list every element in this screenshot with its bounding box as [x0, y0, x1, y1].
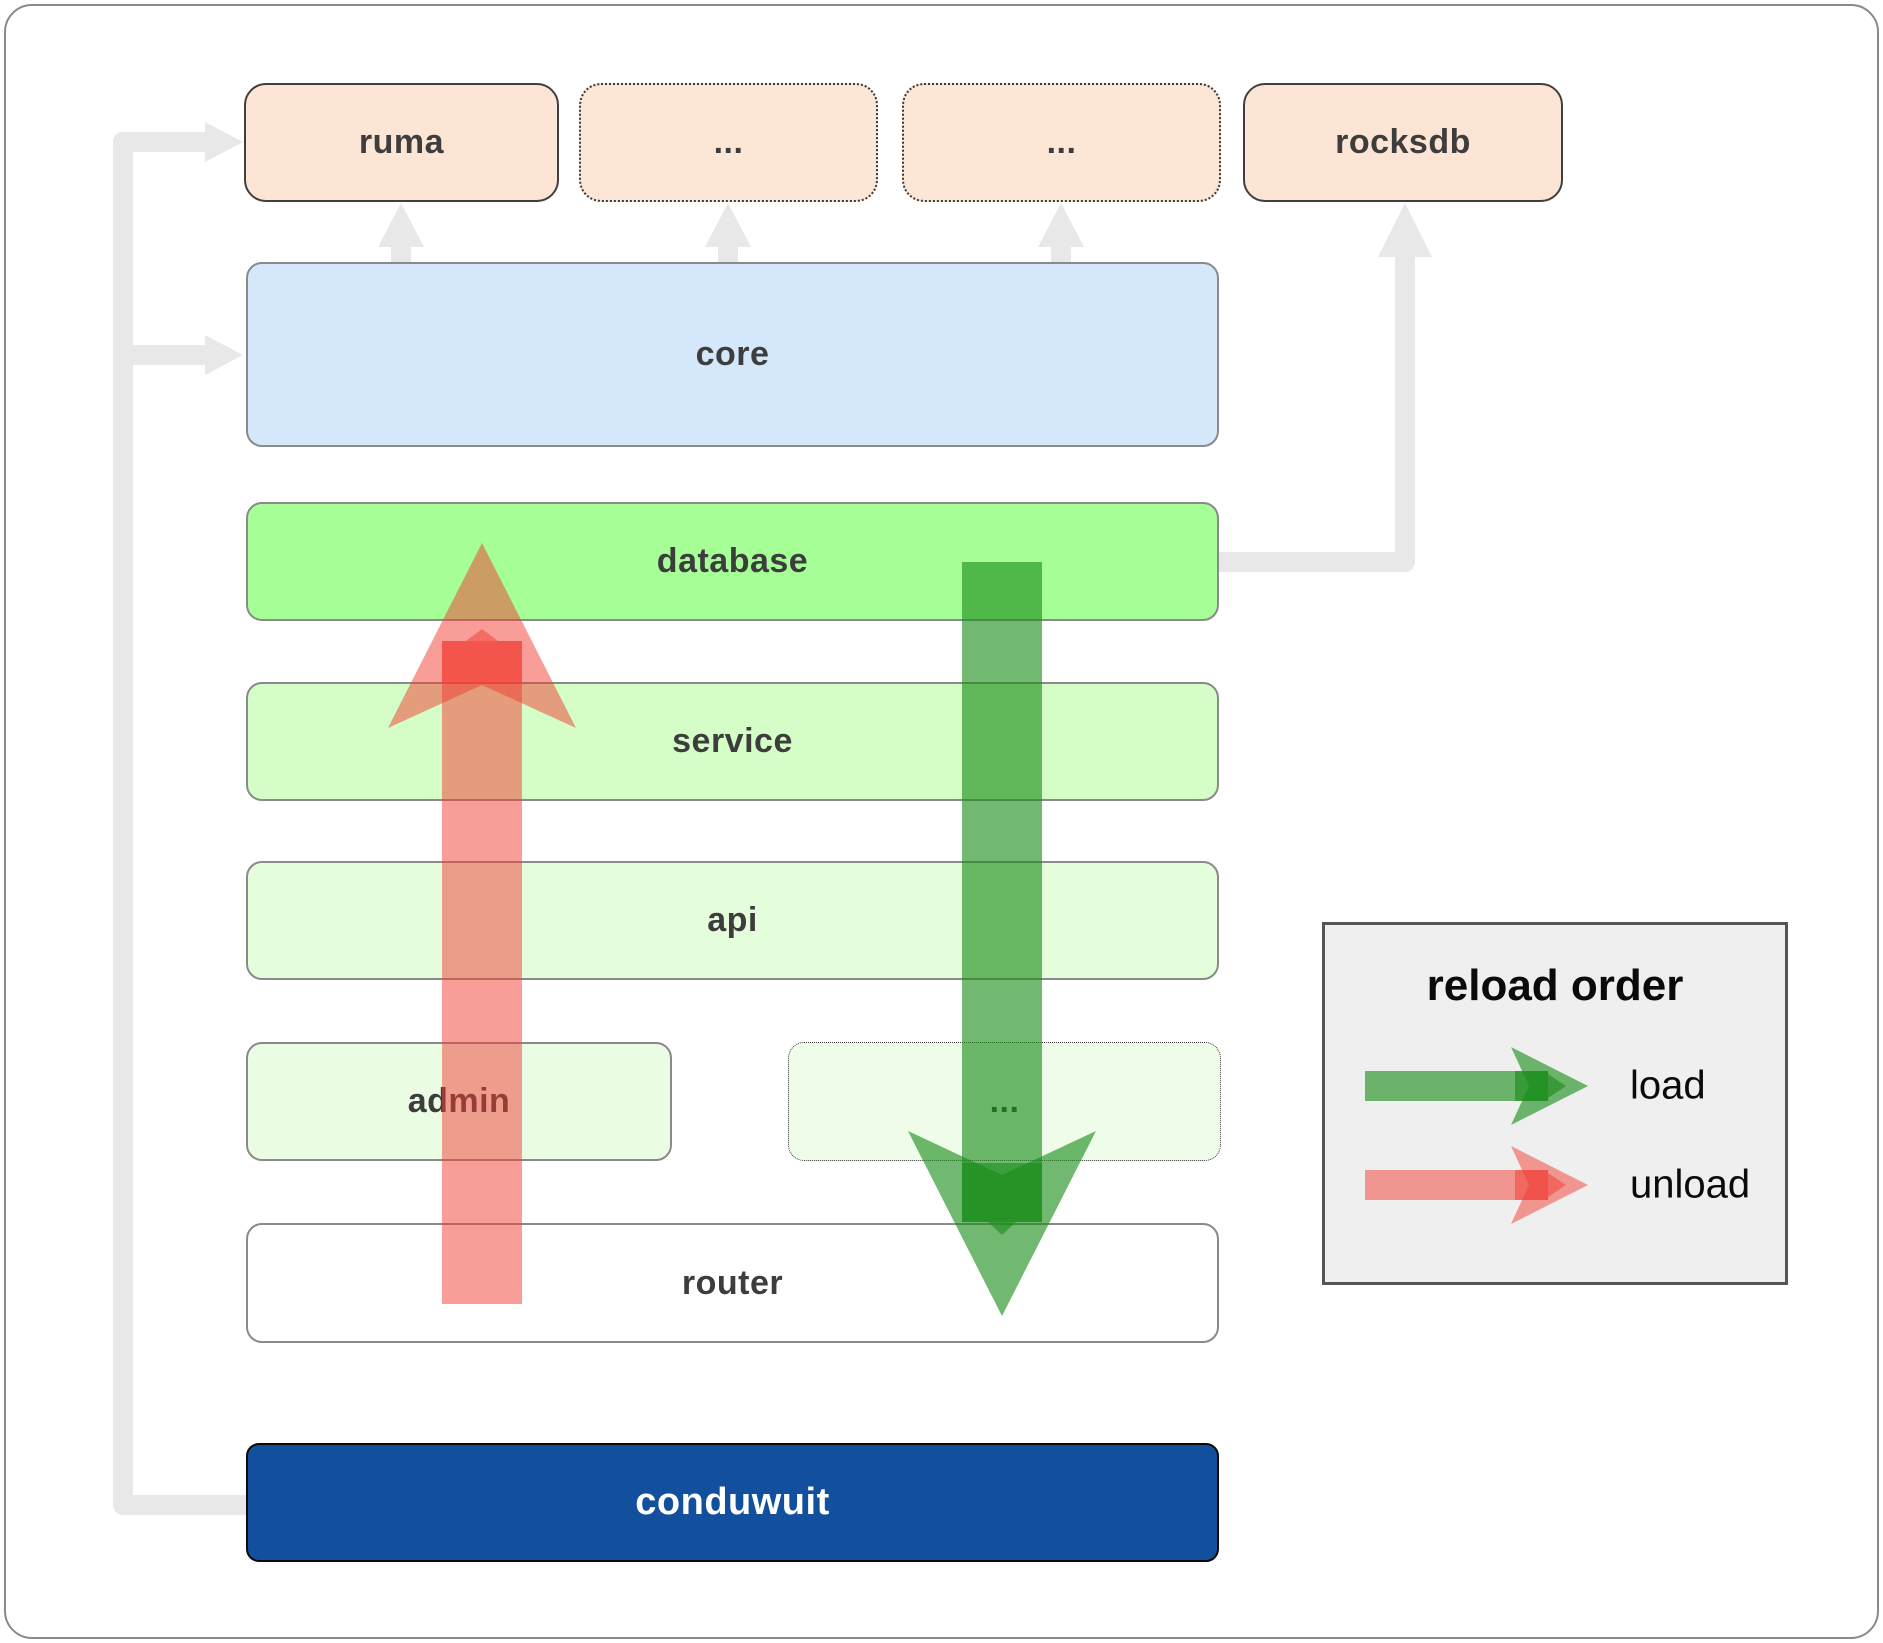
legend-unload-arrow: [1365, 1146, 1588, 1224]
node-service-label: service: [672, 722, 793, 760]
legend-unload-label: unload: [1630, 1162, 1751, 1207]
node-ellipsis-b-label: ...: [1046, 123, 1077, 161]
node-conduwuit: conduwuit: [246, 1443, 1219, 1562]
node-ellipsis-a-label: ...: [713, 123, 744, 161]
node-ellipsis-b: ...: [902, 83, 1221, 202]
outer-frame: [4, 4, 1879, 1639]
node-api-label: api: [707, 901, 758, 939]
node-api: api: [246, 861, 1219, 980]
node-ruma-label: ruma: [358, 123, 445, 161]
node-ellipsis-a: ...: [579, 83, 878, 202]
legend-arrows: [1365, 1047, 1588, 1224]
legend-title: reload order: [1426, 961, 1684, 1010]
node-router-label: router: [681, 1263, 784, 1302]
legend-load-label: load: [1630, 1063, 1706, 1108]
node-rocksdb: rocksdb: [1243, 83, 1563, 202]
legend-load-arrow: [1365, 1047, 1588, 1125]
node-database-label: database: [656, 542, 809, 580]
legend-box: reload order load unload: [1322, 922, 1788, 1285]
node-conduwuit-label: conduwuit: [635, 1481, 830, 1523]
node-ruma: ruma: [244, 83, 559, 202]
node-rocksdb-label: rocksdb: [1335, 123, 1471, 161]
node-core-label: core: [695, 335, 770, 373]
node-core: core: [246, 262, 1219, 447]
